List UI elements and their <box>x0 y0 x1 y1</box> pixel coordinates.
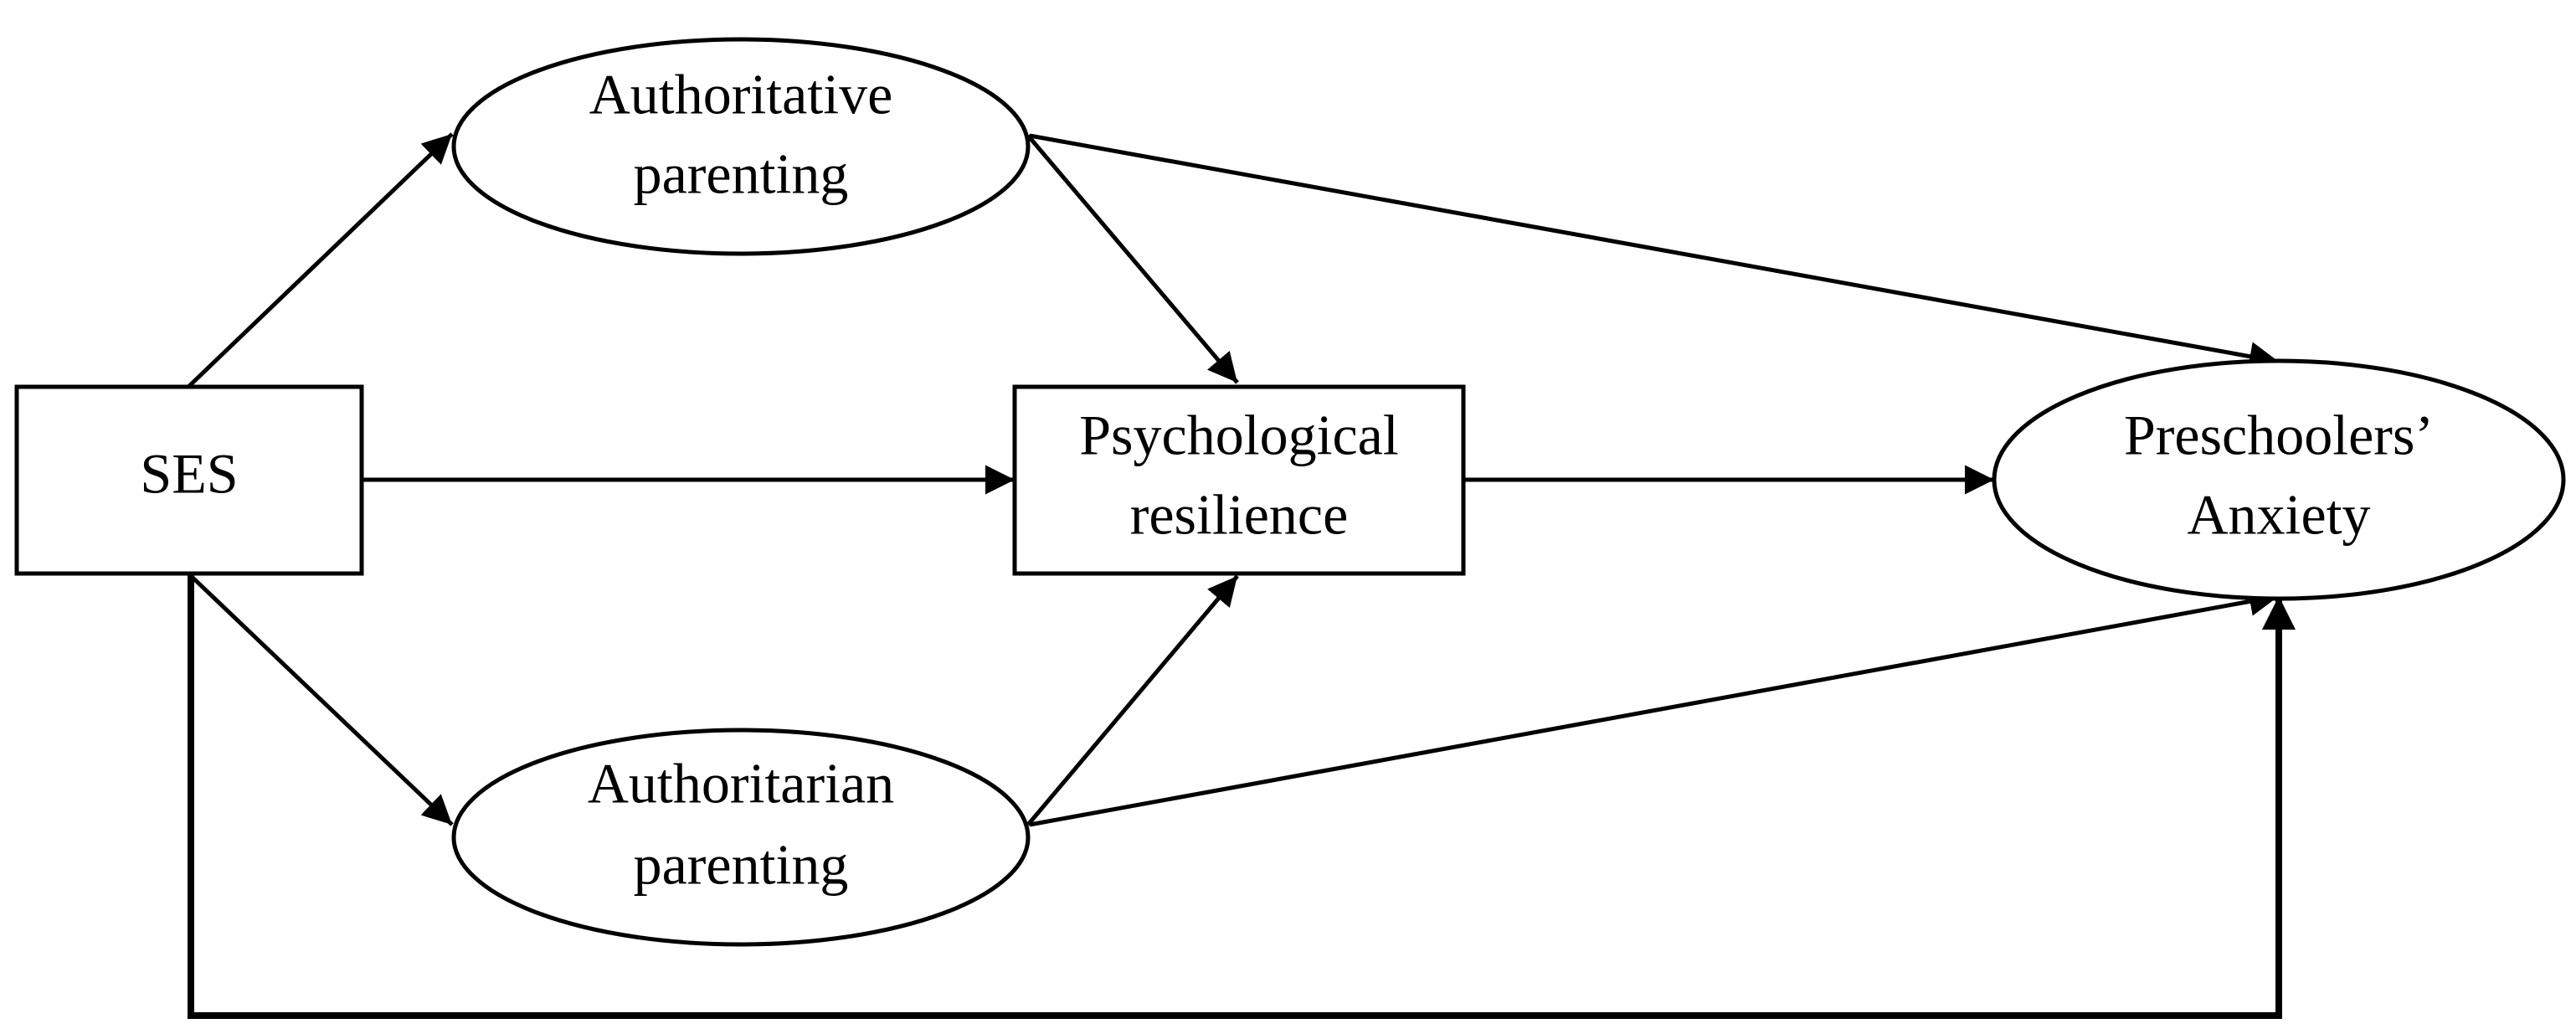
resilience-label-line1: Psychological <box>1079 404 1399 467</box>
authoritative-label-line2: parenting <box>634 142 849 206</box>
edge-authoritarian-to-resilience <box>1026 574 1239 826</box>
resilience-label-line2: resilience <box>1130 483 1349 547</box>
edge-authoritative-to-anxiety <box>1029 133 2280 371</box>
ses-label: SES <box>140 442 238 506</box>
edge-ses-to-authoritative <box>187 132 454 388</box>
edge-ses-to-authoritarian <box>187 572 454 826</box>
authoritative-label-line1: Authoritative <box>589 63 893 126</box>
authoritarian-ellipse <box>451 728 1031 947</box>
anxiety-ellipse <box>1992 358 2566 601</box>
anxiety-label-line2: Anxiety <box>2187 483 2370 547</box>
authoritarian-label-line1: Authoritarian <box>588 752 894 815</box>
node-preschoolers-anxiety: Preschoolers’ Anxiety <box>1992 358 2566 601</box>
node-ses: SES <box>14 384 364 576</box>
ses-box <box>14 384 364 576</box>
edge-authoritative-to-resilience <box>1026 134 1239 384</box>
node-psychological-resilience: Psychological resilience <box>1012 384 1466 576</box>
edge-authoritarian-to-anxiety <box>1029 587 2280 827</box>
anxiety-label-line1: Preschoolers’ <box>2124 404 2434 467</box>
edge-ses-to-anxiety <box>188 574 2296 1019</box>
authoritarian-label-line2: parenting <box>634 833 849 897</box>
node-authoritarian-parenting: Authoritarian parenting <box>451 728 1031 947</box>
edges <box>187 132 2296 1019</box>
resilience-box <box>1012 384 1466 576</box>
authoritative-ellipse <box>451 37 1031 256</box>
node-authoritative-parenting: Authoritative parenting <box>451 37 1031 256</box>
